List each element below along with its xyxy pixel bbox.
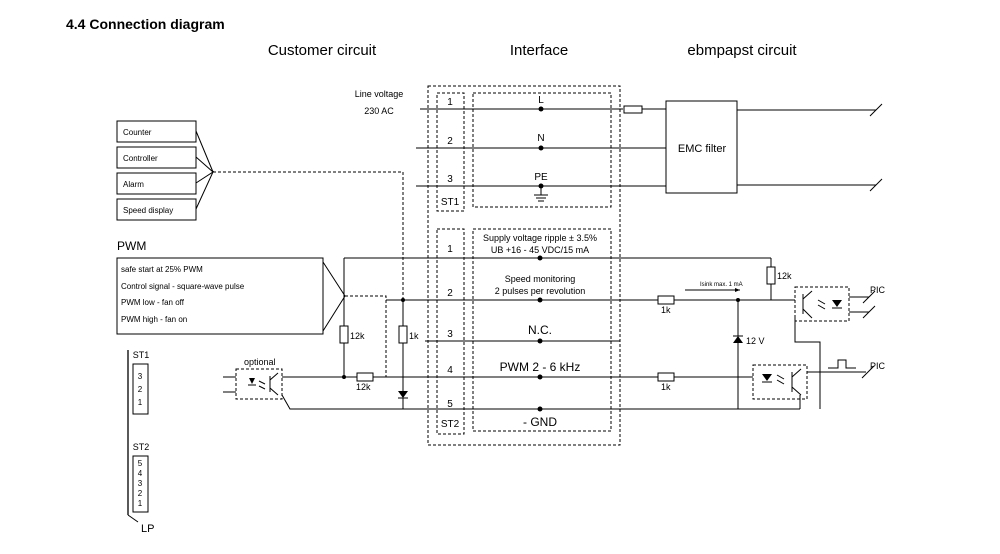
st2-pin-5: 5 [447,399,453,410]
signal-box-alarm-label: Alarm [123,180,144,189]
st1-pin-2: 2 [447,136,453,147]
side-st2-label: ST2 [133,442,150,452]
st2-pin-3: 3 [447,329,453,340]
st1-label-l: L [538,95,544,106]
signal-box-controller-label: Controller [123,154,158,163]
pic-top-label: PIC [870,285,886,295]
resistor-12k-ebm [766,266,776,285]
optocoupler-speed [794,286,850,322]
ebm-circuit-title: ebmpapst circuit [687,42,797,59]
resistor-12k-pwm [356,372,374,382]
side-st2-pin-4: 4 [138,469,143,478]
side-st1-pin-1: 1 [138,398,143,407]
side-st1-label: ST1 [133,350,150,360]
side-st2-pin-2: 2 [138,489,143,498]
side-st2-body [132,455,149,513]
st2-label-pulses: 2 pulses per revolution [495,286,586,296]
side-lp-label: LP [141,523,154,535]
diode-customer [398,391,408,398]
pic-bottom-label: PIC [870,361,886,371]
optional-optocoupler [235,368,283,400]
pwm-info-box [116,257,324,335]
pwm-line-4: PWM high - fan on [121,315,187,324]
resistor-12k-ebm-label: 12k [777,271,792,281]
interface-title: Interface [510,42,568,59]
resistor-1k-customer [398,325,408,344]
fuse [623,105,643,114]
st2-label-speed: Speed monitoring [505,274,576,284]
st2-label-gnd: - GND [523,415,557,429]
line-voltage-label: Line voltage [355,89,404,99]
side-st1-pin-2: 2 [138,385,143,394]
side-st1-pin-3: 3 [138,372,143,381]
pwm-line-1: safe start at 25% PWM [121,265,203,274]
line-voltage-value: 230 AC [364,106,394,116]
st1-label-pe: PE [534,172,548,183]
st2-pin-4: 4 [447,365,453,376]
signal-box-alarm [116,172,197,195]
resistor-1k-speed [657,295,675,305]
side-st1-body [132,363,149,415]
st1-label-n: N [537,133,544,144]
pwm-title: PWM [117,239,146,253]
zener-label: 12 V [746,336,765,346]
resistor-12k-pwm-label: 12k [356,382,371,392]
optional-label: optional [244,357,276,367]
signal-box-counter-label: Counter [123,128,152,137]
emc-filter-label: EMC filter [678,143,727,155]
st2-pin-2: 2 [447,288,453,299]
emc-filter-box [665,100,738,194]
st2-label-ub: UB +16 - 45 VDC/15 mA [491,245,589,255]
st2-label-pwm: PWM 2 - 6 kHz [500,360,581,374]
interface-outer-box [427,85,621,446]
signal-box-speed-display [116,198,197,221]
resistor-1k-speed-label: 1k [661,305,671,315]
side-st2-pin-1: 1 [138,499,143,508]
customer-circuit-title: Customer circuit [268,42,377,59]
optocoupler-pwm [752,364,808,400]
ground-symbol [534,186,548,202]
isink-label: Isink max. 1 mA [700,282,743,288]
pwm-line-3: PWM low - fan off [121,298,185,307]
st2-block [436,228,465,435]
square-wave-pulse [828,359,856,369]
st2-label-nc: N.C. [528,323,552,337]
zener-diode [733,336,743,343]
st1-label-block [472,92,612,208]
st1-pin-3: 3 [447,174,453,185]
st1-block [436,92,465,212]
resistor-12k-customer-label: 12k [350,331,365,341]
st2-label-ripple: Supply voltage ripple ± 3.5% [483,233,597,243]
side-st2-pin-5: 5 [138,459,143,468]
st1-label: ST1 [441,197,460,208]
st2-label: ST2 [441,419,460,430]
st2-pin-1: 1 [447,244,453,255]
pwm-line-2: Control signal - square-wave pulse [121,282,245,291]
resistor-1k-pwm-label: 1k [661,382,671,392]
resistor-1k-customer-label: 1k [409,331,419,341]
resistor-12k-customer [339,325,349,344]
side-st2-pin-3: 3 [138,479,143,488]
resistor-1k-pwm [657,372,675,382]
page-heading: 4.4 Connection diagram [66,16,225,32]
st1-pin-1: 1 [447,97,453,108]
signal-box-speed-display-label: Speed display [123,206,173,215]
